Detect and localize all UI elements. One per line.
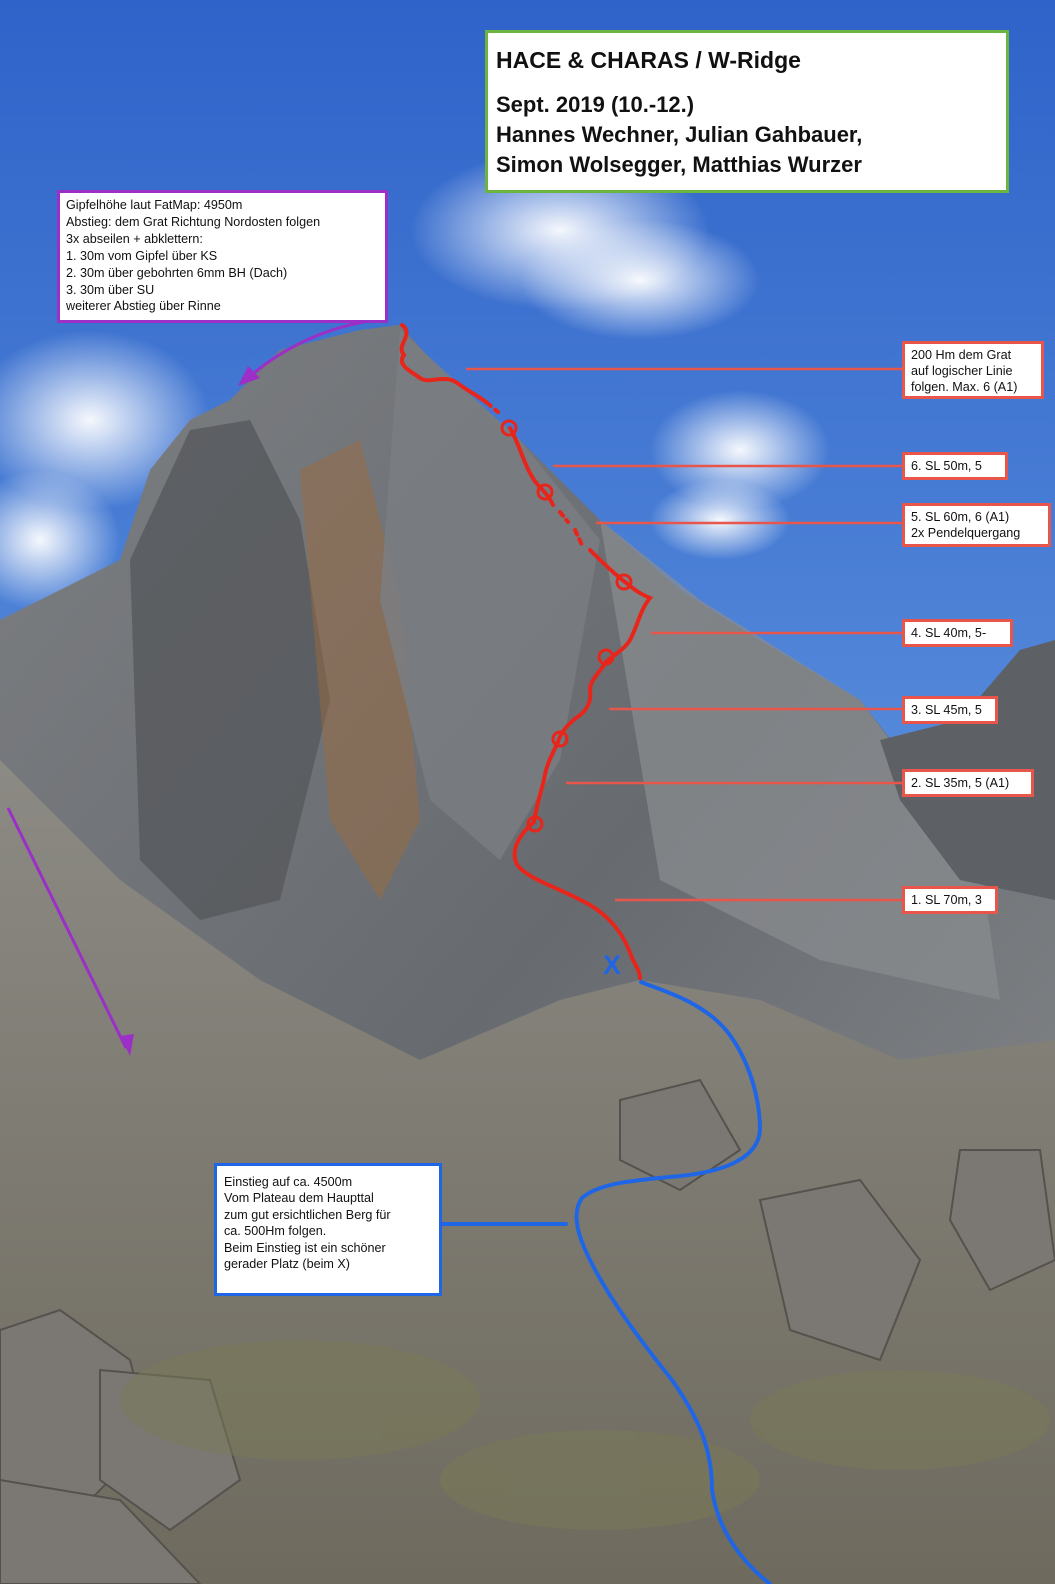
climbers-line-1: Hannes Wechner, Julian Gahbauer, [496,122,863,147]
descent-line: 2. 30m über gebohrten 6mm BH (Dach) [66,265,288,280]
route-title: HACE & CHARAS / W-Ridge [496,47,801,73]
pitch-text: 1. SL 70m, 3 [911,893,982,907]
pitch-text: folgen. Max. 6 (A1) [911,380,1018,394]
right-ridge-face [600,520,1000,1000]
climbers-line-2: Simon Wolsegger, Matthias Wurzer [496,152,862,177]
approach-line: ca. 500Hm folgen. [224,1224,327,1239]
left-shadow-face [130,420,330,920]
pitch-label-6: 6. SL 50m, 5 [902,452,1008,480]
pitch-text: 4. SL 40m, 5- [911,626,987,640]
approach-line: zum gut ersichtlichen Berg für [224,1207,391,1222]
grass-patches [120,1340,1050,1530]
approach-line: gerader Platz (beim X) [224,1257,350,1272]
descent-line: 3x abseilen + abklettern: [66,231,203,246]
descent-info-box: Gipfelhöhe laut FatMap: 4950m Abstieg: d… [57,190,388,323]
pitch-label-2: 2. SL 35m, 5 (A1) [902,769,1034,797]
pitch-label-4: 4. SL 40m, 5- [902,619,1013,647]
descent-line: 3. 30m über SU [66,282,155,297]
approach-line: Beim Einstieg ist ein schöner [224,1240,386,1255]
pitch-text: 2. SL 35m, 5 (A1) [911,776,1010,790]
pitch-text: 3. SL 45m, 5 [911,703,982,717]
pitch-text: 6. SL 50m, 5 [911,459,982,473]
pitch-leader-lines [466,367,902,902]
pitch-text: 2x Pendelquergang [911,526,1021,540]
pitch-text: auf logischer Linie [911,364,1013,378]
pitch-label-1: 1. SL 70m, 3 [902,886,998,914]
approach-line: Einstieg auf ca. 4500m [224,1175,353,1189]
approach-info-box: Einstieg auf ca. 4500m Vom Plateau dem H… [214,1163,442,1296]
date-line: Sept. 2019 (10.-12.) [496,92,695,117]
descent-line: Gipfelhöhe laut FatMap: 4950m [66,198,243,212]
center-face [380,330,600,860]
pitch-label-ridge: 200 Hm dem Grat auf logischer Linie folg… [902,341,1044,399]
pitch-text: 5. SL 60m, 6 (A1) [911,510,1010,524]
start-marker: X [603,950,622,980]
belay-rings [500,419,633,833]
approach-line: Vom Plateau dem Haupttal [224,1191,374,1206]
descent-line: weiterer Abstieg über Rinne [66,299,221,314]
pitch-label-5: 5. SL 60m, 6 (A1) 2x Pendelquergang [902,503,1051,547]
descent-line: Abstieg: dem Grat Richtung Nordosten fol… [66,214,321,229]
approach-route-line [440,980,772,1584]
title-box: HACE & CHARAS / W-Ridge Sept. 2019 (10.-… [485,30,1009,193]
pitch-label-3: 3. SL 45m, 5 [902,696,998,724]
descent-line: 1. 30m vom Gipfel über KS [66,248,218,263]
orange-streak [300,440,420,900]
descent-arrow [6,320,365,1056]
pitch-text: 200 Hm dem Grat [911,348,1012,362]
climbing-route-line [399,323,654,980]
